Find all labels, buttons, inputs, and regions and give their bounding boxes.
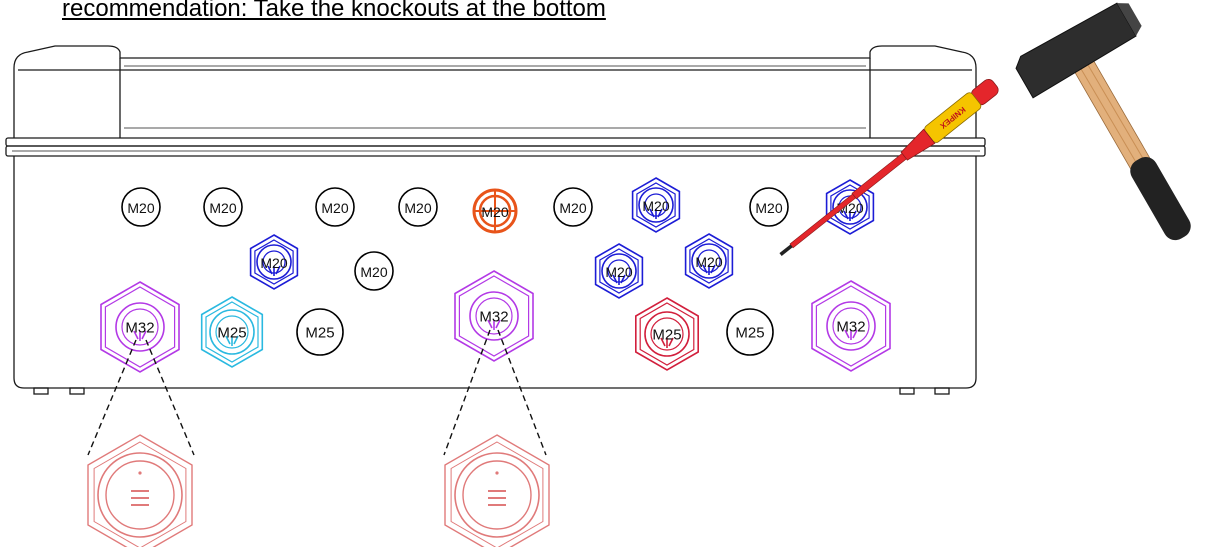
knockout-m20-plain: M20 — [203, 187, 243, 227]
knockout-m25-gland-red: M25 — [634, 297, 700, 371]
knockout-label: M32 — [125, 320, 154, 337]
gland-detail-1 — [87, 434, 193, 547]
knockout-m20-plain: M20 — [315, 187, 355, 227]
knockout-label: M20 — [755, 200, 782, 216]
knockout-label: M32 — [836, 319, 865, 336]
knockout-label: M20 — [605, 264, 632, 280]
knockout-m20-breakout: M20 — [472, 188, 518, 234]
knockout-m20-gland: M20 — [684, 233, 734, 289]
knockout-m32-gland-m32: M32 — [811, 280, 891, 372]
knockout-label: M20 — [360, 264, 387, 280]
knockout-m32-gland-m32: M32 — [454, 270, 534, 362]
knockout-label: M25 — [305, 325, 334, 342]
enclosure-body — [13, 156, 977, 395]
knockout-m25-plain: M25 — [726, 308, 774, 356]
knockout-m20-plain: M20 — [398, 187, 438, 227]
enclosure-lid — [5, 45, 986, 157]
knockout-m25-gland-cyan: M25 — [200, 296, 264, 368]
knockout-label: M25 — [217, 325, 246, 342]
knockout-m20-gland: M20 — [594, 243, 644, 299]
screwdriver-icon: KNIPEX — [779, 78, 999, 256]
detail-connectors — [87, 329, 547, 456]
knockout-m20-plain: M20 — [354, 251, 394, 291]
knockout-label: M20 — [559, 200, 586, 216]
knockout-label: M20 — [642, 198, 669, 214]
knockout-label: M32 — [479, 309, 508, 326]
gland-details — [87, 434, 550, 547]
knockout-label: M20 — [695, 254, 722, 270]
knockout-m20-plain: M20 — [749, 187, 789, 227]
knockout-label: M20 — [481, 204, 508, 220]
hammer-icon — [1015, 2, 1191, 241]
knockout-label: M25 — [735, 325, 764, 342]
knockout-m20-plain: M20 — [553, 187, 593, 227]
knockout-m25-plain: M25 — [296, 308, 344, 356]
knockout-label: M20 — [404, 200, 431, 216]
knockout-label: M20 — [260, 255, 287, 271]
knockout-label: M20 — [321, 200, 348, 216]
knockout-m20-gland: M20 — [631, 177, 681, 233]
knockout-m32-gland-m32: M32 — [100, 281, 180, 373]
knockout-m20-plain: M20 — [121, 187, 161, 227]
gland-detail-2 — [444, 434, 550, 547]
knockout-label: M25 — [652, 327, 681, 344]
knockout-label: M20 — [127, 200, 154, 216]
knockout-m20-gland: M20 — [249, 234, 299, 290]
page-heading: recommendation: Take the knockouts at th… — [62, 0, 606, 22]
knockout-label: M20 — [209, 200, 236, 216]
